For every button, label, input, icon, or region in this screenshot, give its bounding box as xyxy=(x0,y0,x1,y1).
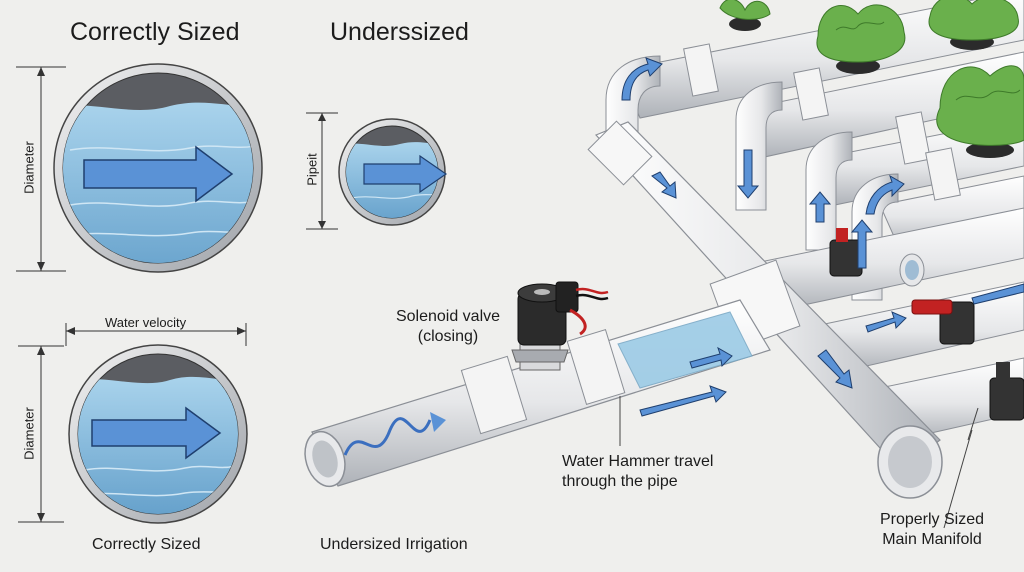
callout-solenoid-valve: Solenoid valve (closing) xyxy=(378,307,518,347)
caption-correctly-sized: Correctly Sized xyxy=(92,536,201,553)
heading-undersized: Underssized xyxy=(330,18,469,46)
callout-hammer-line2: through the pipe xyxy=(562,473,678,490)
pipe-flow-arrows xyxy=(621,57,1024,417)
dimension-label-pipe: Pipeit xyxy=(304,153,320,186)
solenoid-valve xyxy=(511,281,609,371)
callout-solenoid-line1: Solenoid valve xyxy=(395,308,501,325)
manifold-pipes xyxy=(304,0,1024,499)
dimension-label-water-velocity: Water velocity xyxy=(105,315,187,330)
callout-hammer-line1: Water Hammer travel xyxy=(562,453,714,470)
lettuce-plants xyxy=(719,0,1024,158)
callout-manifold-line2: Main Manifold xyxy=(882,531,982,548)
callout-manifold-line1: Properly Sized xyxy=(879,511,985,528)
cross-section-undersized xyxy=(306,112,448,230)
flow-arrow-bottom-icon xyxy=(91,406,222,460)
caption-undersized-irrigation: Undersized Irrigation xyxy=(320,536,468,553)
flow-arrow-icon xyxy=(83,145,234,203)
dimension-label-diameter-bottom: Diameter xyxy=(21,407,37,460)
flow-arrow-small-icon xyxy=(363,154,448,194)
heading-correctly-sized: Correctly Sized xyxy=(70,18,240,46)
dimension-label-diameter-top: Diameter xyxy=(21,141,37,194)
callout-main-manifold: Properly Sized Main Manifold xyxy=(862,510,1002,550)
callout-lines xyxy=(619,396,979,529)
ball-valves xyxy=(829,228,1024,421)
callout-water-hammer: Water Hammer travel through the pipe xyxy=(562,452,713,492)
cross-section-correct-bottom xyxy=(18,323,248,524)
callout-solenoid-line2: (closing) xyxy=(417,328,479,345)
cross-section-correct-top xyxy=(16,63,263,273)
